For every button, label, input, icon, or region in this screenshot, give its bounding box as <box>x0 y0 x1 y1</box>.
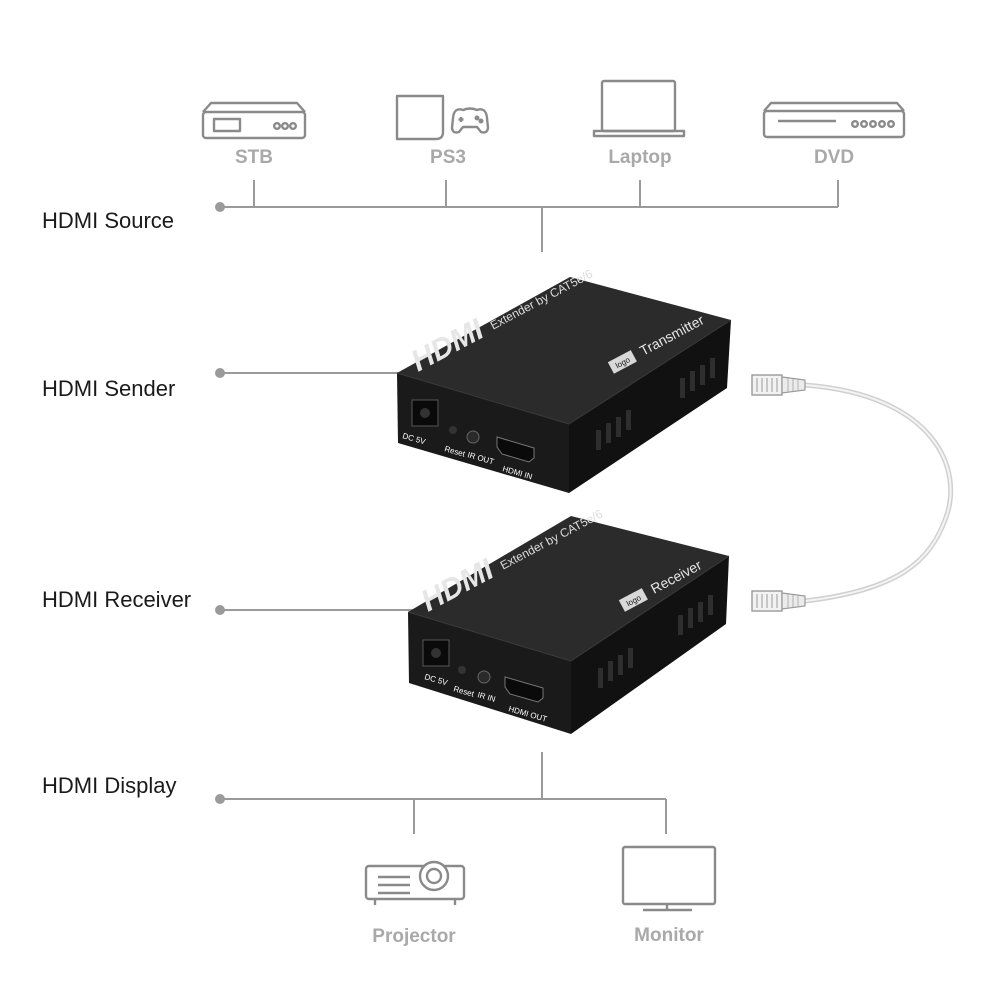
hdmi-receiver-label: HDMI Receiver <box>42 587 192 612</box>
display-device-label: Projector <box>372 926 456 947</box>
rj45-connector-bottom <box>751 590 806 612</box>
projector-icon <box>364 860 466 905</box>
source-device-label: DVD <box>813 147 855 168</box>
transmitter-top <box>397 277 731 424</box>
stb-icon <box>201 101 307 140</box>
display-device-label: Monitor <box>634 925 704 946</box>
source-device-label: PS3 <box>430 147 466 168</box>
receiver-hdmi-port <box>504 676 544 703</box>
transmitter-hdmi-port <box>496 436 535 463</box>
cable-wire <box>802 382 954 604</box>
transmitter-reset-button <box>449 426 457 434</box>
receiver-side <box>571 556 729 734</box>
transmitter-front <box>397 373 569 493</box>
rj45-connector-top <box>751 374 806 396</box>
hdmi-source-label: HDMI Source <box>42 208 175 233</box>
receiver-top <box>408 516 729 661</box>
source-device-label: Laptop <box>608 147 672 168</box>
display-dot <box>215 794 225 804</box>
source-device-label: STB <box>235 147 273 168</box>
laptop-icon <box>592 79 686 138</box>
hdmi-display-label: HDMI Display <box>42 773 177 798</box>
transmitter-brand-badge <box>607 350 637 374</box>
receiver-reset-button <box>458 666 466 674</box>
receiver-dot <box>215 605 225 615</box>
receiver-dc-jack <box>431 648 441 658</box>
sender-dot <box>215 368 225 378</box>
transmitter-ir-port <box>466 430 480 444</box>
transmitter-dc-jack <box>420 408 430 418</box>
source-dot <box>215 202 225 212</box>
monitor-icon <box>621 845 717 912</box>
dvd-icon <box>762 101 906 139</box>
transmitter-side <box>569 320 731 493</box>
ps3-icon <box>395 94 490 141</box>
receiver-ir-port <box>477 670 491 684</box>
receiver-brand-badge <box>618 588 648 612</box>
hdmi-sender-label: HDMI Sender <box>42 376 176 401</box>
